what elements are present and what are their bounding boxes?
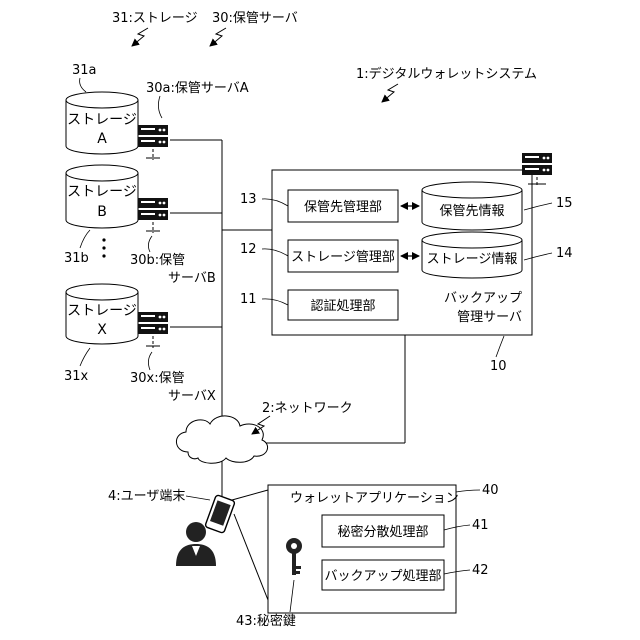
storage-b-ref: 31b (64, 251, 89, 266)
storage-a: ストレージ A (66, 92, 138, 154)
server-x-ref-1: 30x:保管 (130, 371, 185, 386)
server-x-ref-2: サーバX (168, 389, 216, 404)
ref-10: 10 (490, 359, 507, 374)
server-rack-icon (138, 312, 168, 334)
server-a-leader (158, 96, 162, 118)
storage-x-ref: 31x (64, 369, 89, 384)
storage-info-label: ストレージ情報 (427, 252, 518, 267)
server-rack-icon (138, 198, 168, 220)
storage-b: ストレージ B (66, 165, 138, 228)
ref-40: 40 (482, 483, 499, 498)
dest-info-label: 保管先情報 (439, 204, 504, 219)
server-b-leader (148, 236, 152, 252)
secret-key-ref: 43:秘密鍵 (236, 613, 296, 629)
ellipsis-dots (102, 238, 105, 257)
backup-server-box: 保管先管理部 ストレージ管理部 認証処理部 保管先情報 ストレージ情報 バックア… (272, 153, 552, 335)
storage-a-ref: 31a (72, 63, 97, 78)
storage-b-leader (80, 230, 90, 248)
dest-manager-label: 保管先管理部 (304, 200, 382, 215)
storage-x-name: ストレージ (67, 303, 137, 319)
backup-proc-label: バックアップ処理部 (324, 569, 441, 584)
ref-41: 41 (472, 518, 489, 533)
system-ref-label: 1:デジタルウォレットシステム (356, 66, 537, 82)
storage-b-name: ストレージ (67, 184, 137, 200)
user-terminal-ref: 4:ユーザ端末 (108, 489, 185, 504)
wallet-app-title: ウォレットアプリケーション (290, 491, 459, 506)
server-a-ref: 30a:保管サーバA (146, 81, 249, 96)
storage-a-name: ストレージ (67, 112, 137, 128)
ref-15: 15 (556, 196, 573, 211)
server-ref-arrow (210, 28, 226, 46)
server-x-leader (148, 352, 152, 370)
storage-x-leader (80, 348, 90, 366)
storage-x-letter: X (97, 322, 107, 338)
auth-label: 認証処理部 (310, 298, 375, 314)
storage-a-leader (80, 78, 86, 92)
storage-ref-arrow (132, 28, 148, 46)
system-ref-arrow (382, 84, 398, 102)
smartphone-icon (205, 495, 235, 534)
storage-ref-label: 31:ストレージ (112, 11, 198, 26)
cloud-icon (176, 416, 267, 463)
ref-11: 11 (240, 292, 257, 307)
secret-sharing-label: 秘密分散処理部 (337, 524, 428, 540)
backup-server-title-1: バックアップ (444, 291, 522, 306)
server-b-ref-2: サーバB (168, 271, 216, 286)
ref-13: 13 (240, 192, 257, 207)
ref-14: 14 (556, 246, 573, 261)
network-ref: 2:ネットワーク (262, 401, 353, 416)
storage-x: ストレージ X (66, 284, 138, 344)
storage-manager-label: ストレージ管理部 (291, 250, 395, 265)
server-ref-label: 30:保管サーバ (212, 11, 298, 26)
server-rack-icon (522, 153, 552, 175)
storage-a-letter: A (97, 131, 107, 147)
backup-server-title-2: 管理サーバ (457, 310, 522, 325)
ref-12: 12 (240, 242, 257, 257)
storage-b-letter: B (97, 204, 107, 220)
ref-42: 42 (472, 563, 489, 578)
server-b-ref-1: 30b:保管 (130, 253, 185, 268)
server-rack-icon (138, 125, 168, 147)
